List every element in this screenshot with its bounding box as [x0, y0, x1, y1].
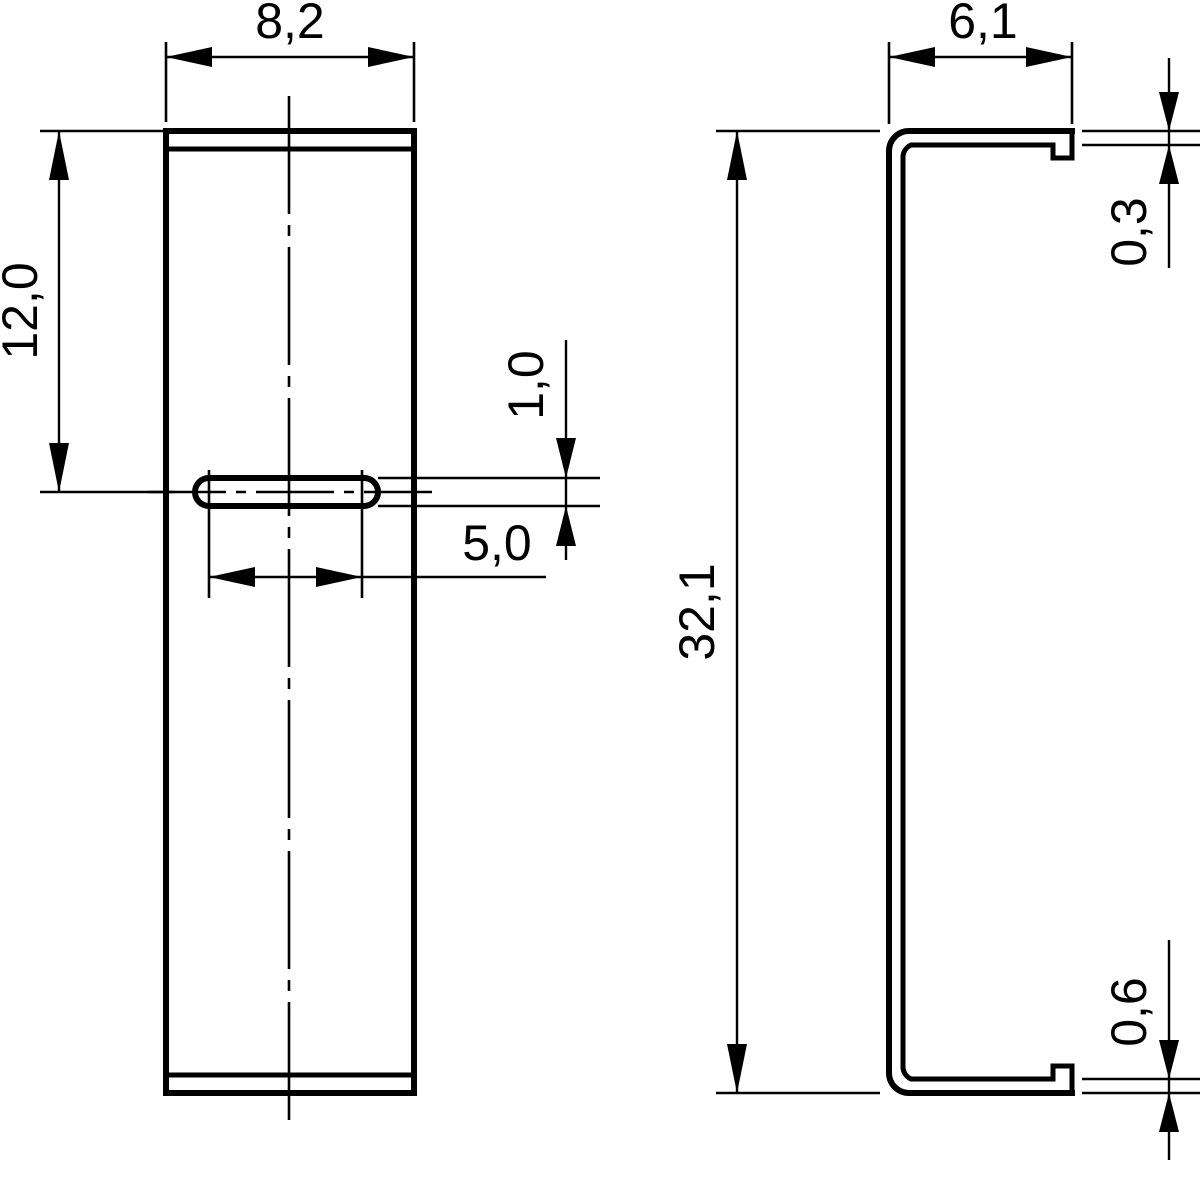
dim-label-32-1: 32,1	[669, 563, 725, 660]
dim-label-1-0: 1,0	[498, 350, 554, 420]
dimension-bottom-flange-0-6: 0,6	[1082, 940, 1200, 1160]
dim-label-8-2: 8,2	[255, 0, 325, 49]
arrowhead-left	[166, 47, 212, 67]
dim-label-0-3: 0,3	[1101, 197, 1157, 267]
front-view-slot-outline	[192, 475, 381, 509]
arrowhead-bottom	[49, 443, 69, 492]
arrowhead-lower	[1159, 1093, 1179, 1132]
side-view-outer-profile	[886, 128, 1075, 1096]
dimension-top-to-slot-12-0: 12,0	[0, 129, 175, 494]
dim-label-0-6: 0,6	[1101, 977, 1157, 1047]
arrowhead-lower	[556, 506, 576, 546]
dimension-slot-height-1-0: 1,0	[378, 340, 600, 560]
dim-label-12-0: 12,0	[0, 262, 48, 359]
side-view-group	[886, 128, 1075, 1096]
arrowhead-left	[209, 567, 255, 587]
arrowhead-right	[316, 567, 362, 587]
arrowhead-left	[889, 47, 935, 67]
dimension-depth-6-1: 6,1	[887, 0, 1074, 124]
arrowhead-top	[49, 131, 69, 180]
dimension-width-8-2: 8,2	[164, 0, 416, 122]
arrowhead-upper	[1159, 1040, 1179, 1079]
dim-label-6-1: 6,1	[948, 0, 1018, 49]
side-view-bottom-notch	[1050, 1063, 1075, 1096]
arrowhead-top	[727, 131, 747, 180]
front-view-group	[148, 96, 432, 1128]
arrowhead-lower	[1159, 145, 1179, 184]
arrowhead-right	[368, 47, 414, 67]
arrowhead-right	[1026, 47, 1072, 67]
dim-label-5-0: 5,0	[462, 515, 532, 571]
side-view-top-notch	[1050, 128, 1075, 161]
arrowhead-upper	[1159, 92, 1179, 131]
arrowhead-bottom	[727, 1044, 747, 1093]
dimension-height-32-1: 32,1	[669, 129, 880, 1095]
dimension-slot-length-5-0: 5,0	[207, 470, 546, 598]
side-view-inner-profile	[900, 142, 1056, 1082]
dimension-top-flange-0-3: 0,3	[1082, 58, 1200, 268]
arrowhead-upper	[556, 438, 576, 478]
